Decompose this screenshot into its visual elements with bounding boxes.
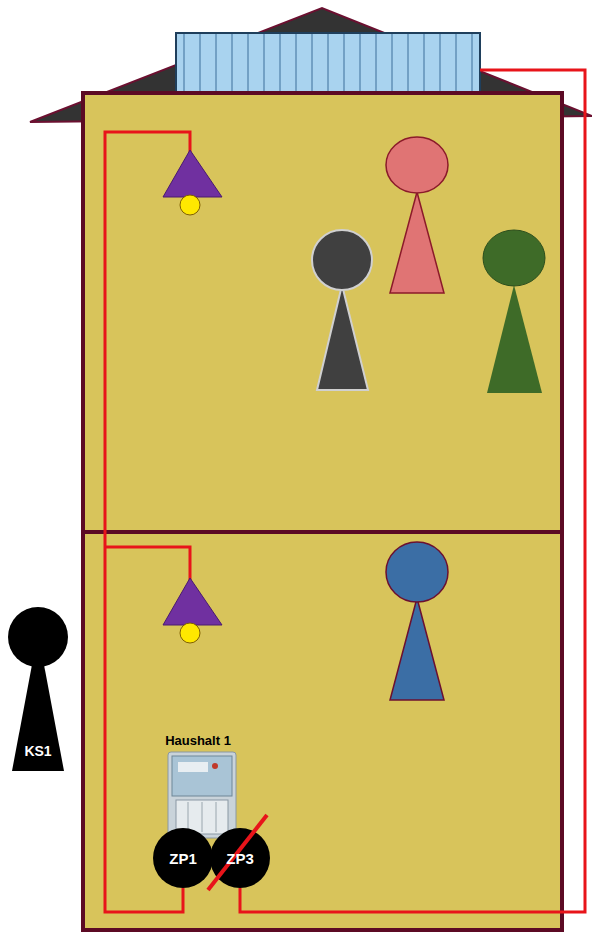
meter-circle: ZP3 [210,828,270,888]
house-wall [83,93,562,930]
person-figures [312,137,545,700]
meter-label: ZP3 [226,850,254,867]
meter-circle: ZP1 [153,828,213,888]
person-figure: KS1 [6,605,70,773]
electricity-meter [168,752,236,838]
lamps [163,150,222,643]
household-label: Haushalt 1 [165,733,231,748]
person-label: KS1 [24,743,51,759]
floor-divider [83,530,562,534]
meter-label: ZP1 [169,850,197,867]
red-wires [105,70,585,912]
